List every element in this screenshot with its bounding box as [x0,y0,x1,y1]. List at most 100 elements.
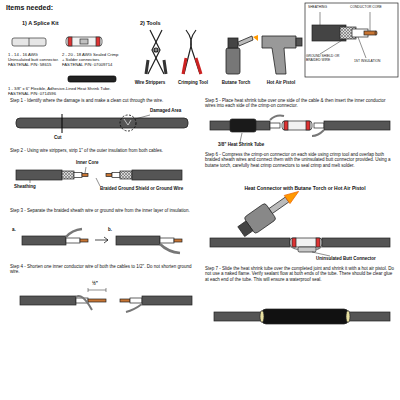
wire-strippers [152,30,164,74]
separated-braid [116,236,160,245]
torch-heating [210,183,390,256]
shrunk-tube [262,309,348,324]
butane-torch [226,48,240,74]
stripped-cables [120,171,132,179]
shortened-conductors [120,299,130,302]
tool-name: Butane Torch [214,80,258,85]
separated-braid [160,244,180,253]
tube-and-connector [282,121,312,130]
figure-letter: b. [108,227,118,232]
torch-heating [316,238,320,247]
step-text: Step 2 - Using wire strippers, strip 1" … [10,148,198,153]
separated-braid [66,229,82,237]
separated-braid [22,236,66,245]
callout-label: Uninsulated Butt Connector [316,256,396,261]
cable-section [375,31,377,35]
shrunk-tube [214,309,390,324]
separated-braid [22,229,182,253]
butt-connector [12,38,46,46]
torch-heating [290,246,322,249]
stripped-cables [112,173,120,178]
figure-heading: Heat Connector with Butane Torch or Hot … [215,185,395,191]
step-text: Step 3 - Separate the braided sheath wir… [10,208,198,213]
shortened-conductors [76,296,92,310]
tube-and-connector [210,116,390,143]
cable-section [364,31,376,35]
stripped-cables [74,173,82,178]
solder-connector [66,37,102,46]
solder-connector [96,37,100,46]
shrunk-tube [260,311,264,323]
cable-section [320,12,370,58]
step-text: Step 6 - Compress the crimp-on connector… [205,152,395,168]
callout-label: Inner Core [76,160,116,165]
stripped-cables [96,178,100,186]
stripped-cables [85,167,86,173]
cable-section [370,12,371,31]
stripped-cables [62,171,74,179]
step-text: Step 4 - Shorten one inner conductor wir… [10,264,198,275]
tube-and-connector [314,123,324,128]
part-note: 2 - 20 - 18 AWG Sealed Crimp + Solder co… [62,52,120,67]
torch-heating [290,238,322,247]
part-label: GROUND SHIELD OR BRAIDED WIRE [306,55,350,63]
callout-label: 3/8" Heat Shrink Tube [218,142,298,147]
stripped-cables [30,180,31,183]
wire-strippers [146,60,166,74]
tool-name: Hot Air Pistol [258,80,304,85]
damaged-cable [16,114,188,133]
butane-torch [228,38,238,48]
shrunk-tube [346,311,350,323]
damaged-cable [120,115,136,131]
separated-braid [160,238,174,243]
tube-and-connector [270,116,284,121]
tube-and-connector [270,123,280,128]
section-heading: 1) A Splice Kit [22,20,122,27]
shortened-conductors [20,288,192,312]
stripped-cables [16,170,62,180]
tube-and-connector [230,119,256,132]
stripped-cables [132,170,182,180]
callout-label: Braided Ground Shield or Ground Wire [100,186,196,191]
tube-and-connector [306,121,310,130]
part-label: SHEATHING [308,6,348,10]
wire-strippers [146,30,166,74]
part-note: 1 - 14 - 16 AWG Uninsulated butt connect… [8,52,60,67]
cable-section [320,12,321,25]
step-text: Step 7 - Slide the heat shrink tube over… [205,266,395,282]
cable-section [305,3,398,77]
separated-braid [95,237,108,243]
damaged-cable [16,118,188,128]
stripped-cables [106,174,112,177]
callout-label: Damaged Area [150,108,195,113]
torch-heating [236,183,305,240]
stripped-cables [82,174,88,177]
butane-torch [226,35,258,74]
heat-shrink-tube [68,76,116,82]
figure-letter: a. [12,227,22,232]
solder-connector [80,39,88,44]
cable-section [305,3,398,77]
butt-connector [12,38,46,46]
tool-name: Wire Strippers [128,80,172,85]
butane-torch [238,36,253,46]
butt-connector [29,38,30,46]
step-text: Step 1 - Identify where the damage is an… [10,98,198,103]
damaged-cable [124,119,131,125]
torch-heating [292,238,296,247]
section-heading: 2) Tools [140,20,220,27]
part-note: 1 - 3/8" x 6" Flexible, Adhesive-Lined H… [8,86,124,96]
cable-section [358,37,366,58]
crimping-tool [183,58,201,74]
tube-and-connector [240,133,242,142]
page-title: Items needed: [6,4,53,12]
shortened-conductors [126,304,142,312]
tube-and-connector [284,121,288,130]
shortened-conductors [130,298,142,303]
shortened-conductors [20,296,76,305]
solder-connector [66,37,102,46]
shortened-conductors [142,296,192,305]
separated-braid [80,239,88,242]
dimension: ½" [92,281,106,286]
